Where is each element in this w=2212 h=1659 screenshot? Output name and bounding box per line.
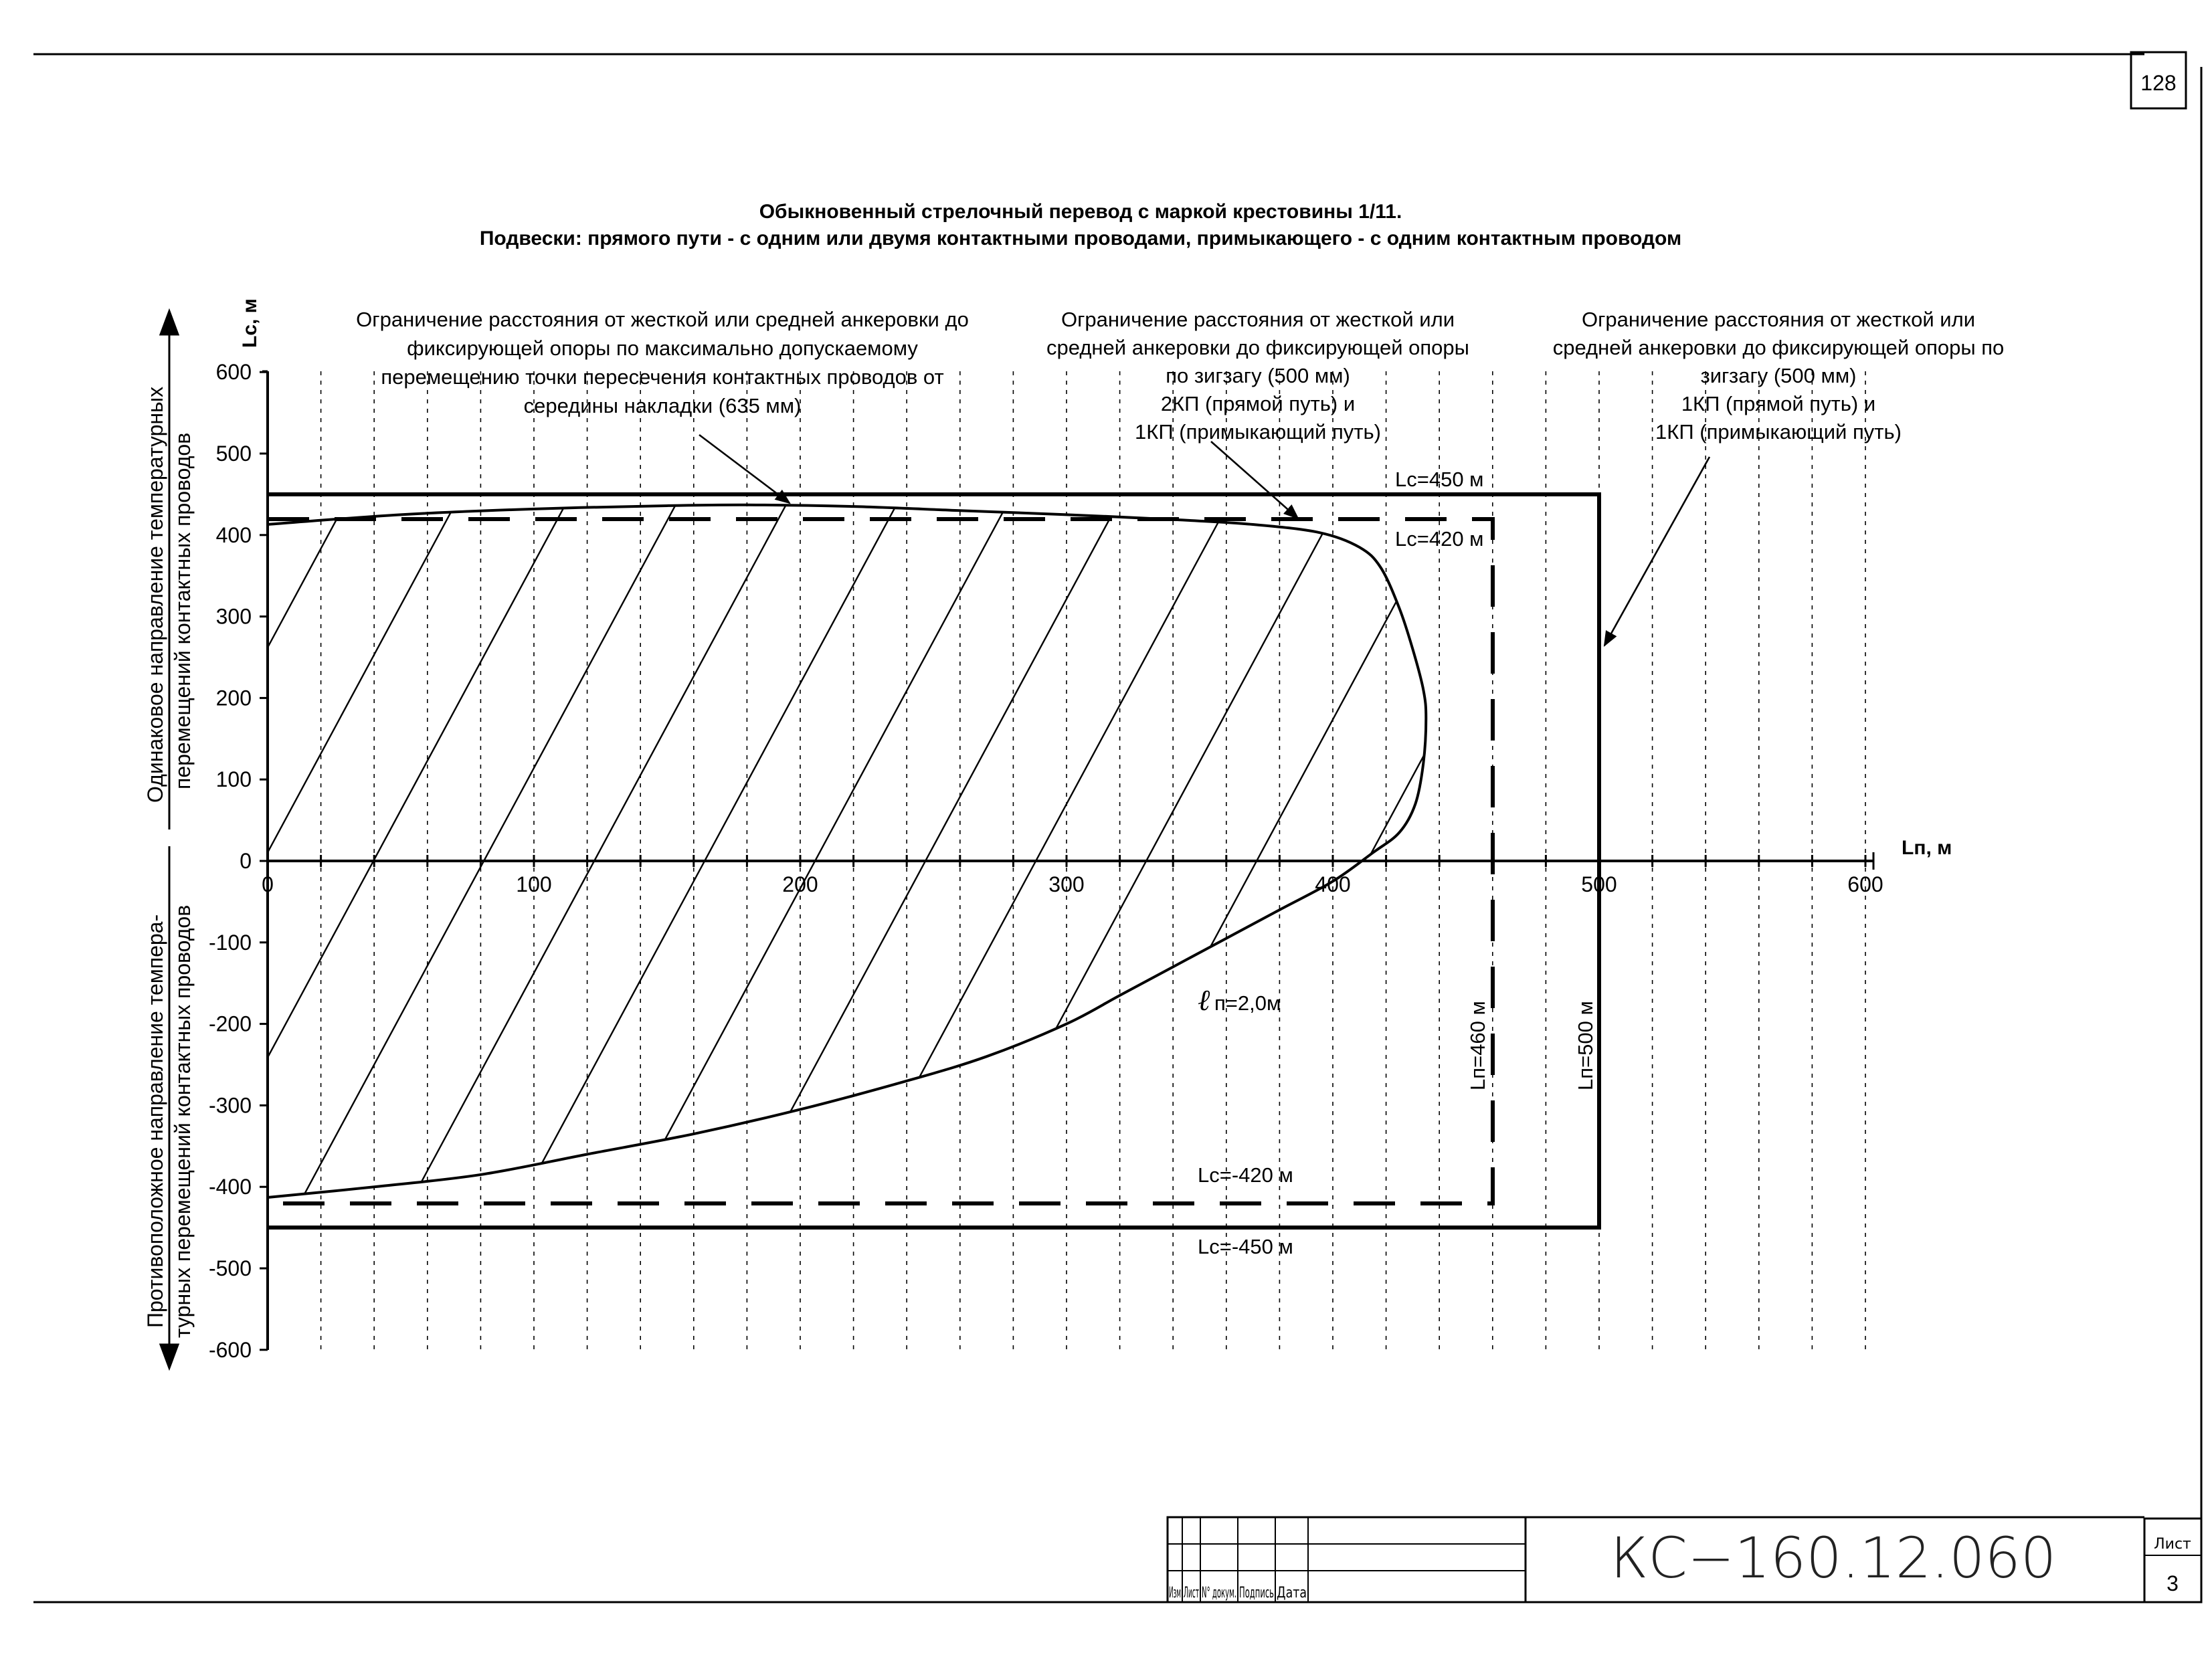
- label-ln-460: Lп=460 м: [1466, 1001, 1489, 1090]
- x-tick-label: 400: [1315, 872, 1350, 896]
- annotation-line: по зигзагу (500 мм): [1166, 364, 1350, 387]
- y-tick-label: -100: [209, 931, 252, 955]
- y-tick-label: 600: [216, 360, 252, 384]
- x-tick-label: 500: [1581, 872, 1617, 896]
- annotation-line: 1КП (примыкающий путь): [1135, 420, 1381, 444]
- y-tick-label: -200: [209, 1012, 252, 1036]
- boundary-curve-ln-2m: [267, 503, 1428, 1199]
- annotation-zigzag-2kp: Ограничение расстояния от жесткой или сре…: [1046, 308, 1469, 444]
- x-tick-label: 200: [782, 872, 818, 896]
- annotation-line: середины накладки (635 мм): [524, 394, 802, 417]
- y-axis-ticks: 600 500 400 300 200 100 0 -100 -200 -300 -400 -500 -…: [209, 360, 268, 1362]
- upper-side-label-1: Одинаковое направление температурных: [143, 387, 167, 803]
- y-tick-label: -500: [209, 1256, 252, 1280]
- arrow-down-icon: [159, 1343, 180, 1371]
- annotation-line: средней анкеровки до фиксирующей опоры: [1046, 336, 1469, 359]
- annotation-line: 1КП (прямой путь) и: [1681, 392, 1875, 415]
- y-tick-label: 0: [240, 849, 252, 873]
- label-lc-420: Lc=420 м: [1395, 527, 1484, 551]
- title-block: [1166, 1516, 2203, 1603]
- y-tick-label: 100: [216, 767, 252, 791]
- label-curve-value: п=2,0м: [1214, 991, 1281, 1015]
- y-tick-label: 500: [216, 442, 252, 466]
- x-tick-label: 300: [1048, 872, 1084, 896]
- annotation-zigzag-1kp: Ограничение расстояния от жесткой или сре…: [1553, 308, 2005, 444]
- x-axis-label: Lп, м: [1902, 837, 1952, 859]
- y-tick-label: 200: [216, 686, 252, 710]
- sheet-label: Лист: [2154, 1536, 2191, 1553]
- annotation-line: 2КП (прямой путь) и: [1161, 392, 1355, 415]
- annotation-line: Ограничение расстояния от жесткой или: [1061, 308, 1455, 331]
- annotation-leaders: [699, 433, 1711, 648]
- title-block-header: Лист: [1184, 1585, 1199, 1601]
- x-tick-label: 0: [262, 872, 274, 896]
- y-tick-label: 300: [216, 605, 252, 629]
- upper-side-label-2: перемещений контактных проводов: [171, 433, 195, 789]
- annotation-line: фиксирующей опоры по максимально допуска…: [407, 336, 918, 360]
- arrow-up-icon: [159, 308, 180, 336]
- annotation-overlap-limit: Ограничение расстояния от жесткой или ср…: [356, 308, 969, 417]
- y-tick-label: -600: [209, 1338, 252, 1362]
- x-tick-label: 600: [1847, 872, 1883, 896]
- lower-side-label-1: Противоположное направление темпера-: [143, 914, 167, 1328]
- page-number-box: [2130, 51, 2187, 110]
- label-lc-450: Lc=450 м: [1395, 468, 1484, 491]
- sheet-value: 3: [2167, 1571, 2179, 1595]
- y-axis-label: Lc, м: [239, 298, 261, 348]
- y-tick-label: 400: [216, 523, 252, 547]
- label-curve-l: ℓ: [1198, 983, 1210, 1017]
- sheet-frame: [33, 51, 2203, 1603]
- hatched-allowed-region: [268, 504, 1426, 1198]
- label-ln-500: Lп=500 м: [1574, 1001, 1597, 1090]
- title-block-header: N° докум.: [1202, 1585, 1236, 1601]
- x-tick-label: 100: [516, 872, 551, 896]
- annotation-line: зигзагу (500 мм): [1701, 364, 1857, 387]
- annotation-line: Ограничение расстояния от жесткой или: [1582, 308, 1975, 331]
- x-axis-ticks: 0 100 200 300 400 500 600: [262, 855, 1883, 896]
- direction-arrows: [159, 308, 180, 1371]
- document-code: КС−160.12.060: [1610, 1525, 2057, 1591]
- lower-side-label-2: турных перемещений контактных проводов: [171, 905, 195, 1338]
- page-number: 128: [2140, 71, 2176, 95]
- label-lc-minus-420: Lc=-420 м: [1198, 1163, 1293, 1187]
- title-block-header: Подпись: [1239, 1585, 1274, 1601]
- y-tick-label: -400: [209, 1175, 252, 1199]
- annotation-line: 1КП (примыкающий путь): [1655, 420, 1902, 444]
- title-block-header: Изм: [1169, 1585, 1181, 1601]
- title-block-header: Дата: [1277, 1585, 1307, 1601]
- annotation-line: Ограничение расстояния от жесткой или ср…: [356, 308, 969, 331]
- y-tick-label: -300: [209, 1093, 252, 1117]
- annotation-line: перемещению точки пересечения контактных…: [381, 365, 943, 389]
- chart-title-line-2: Подвески: прямого пути - с одним или дву…: [480, 227, 1681, 250]
- chart-title-line-1: Обыкновенный стрелочный перевод с маркой…: [759, 201, 1402, 223]
- label-lc-minus-450: Lc=-450 м: [1198, 1235, 1293, 1258]
- annotation-line: средней анкеровки до фиксирующей опоры п…: [1553, 336, 2005, 359]
